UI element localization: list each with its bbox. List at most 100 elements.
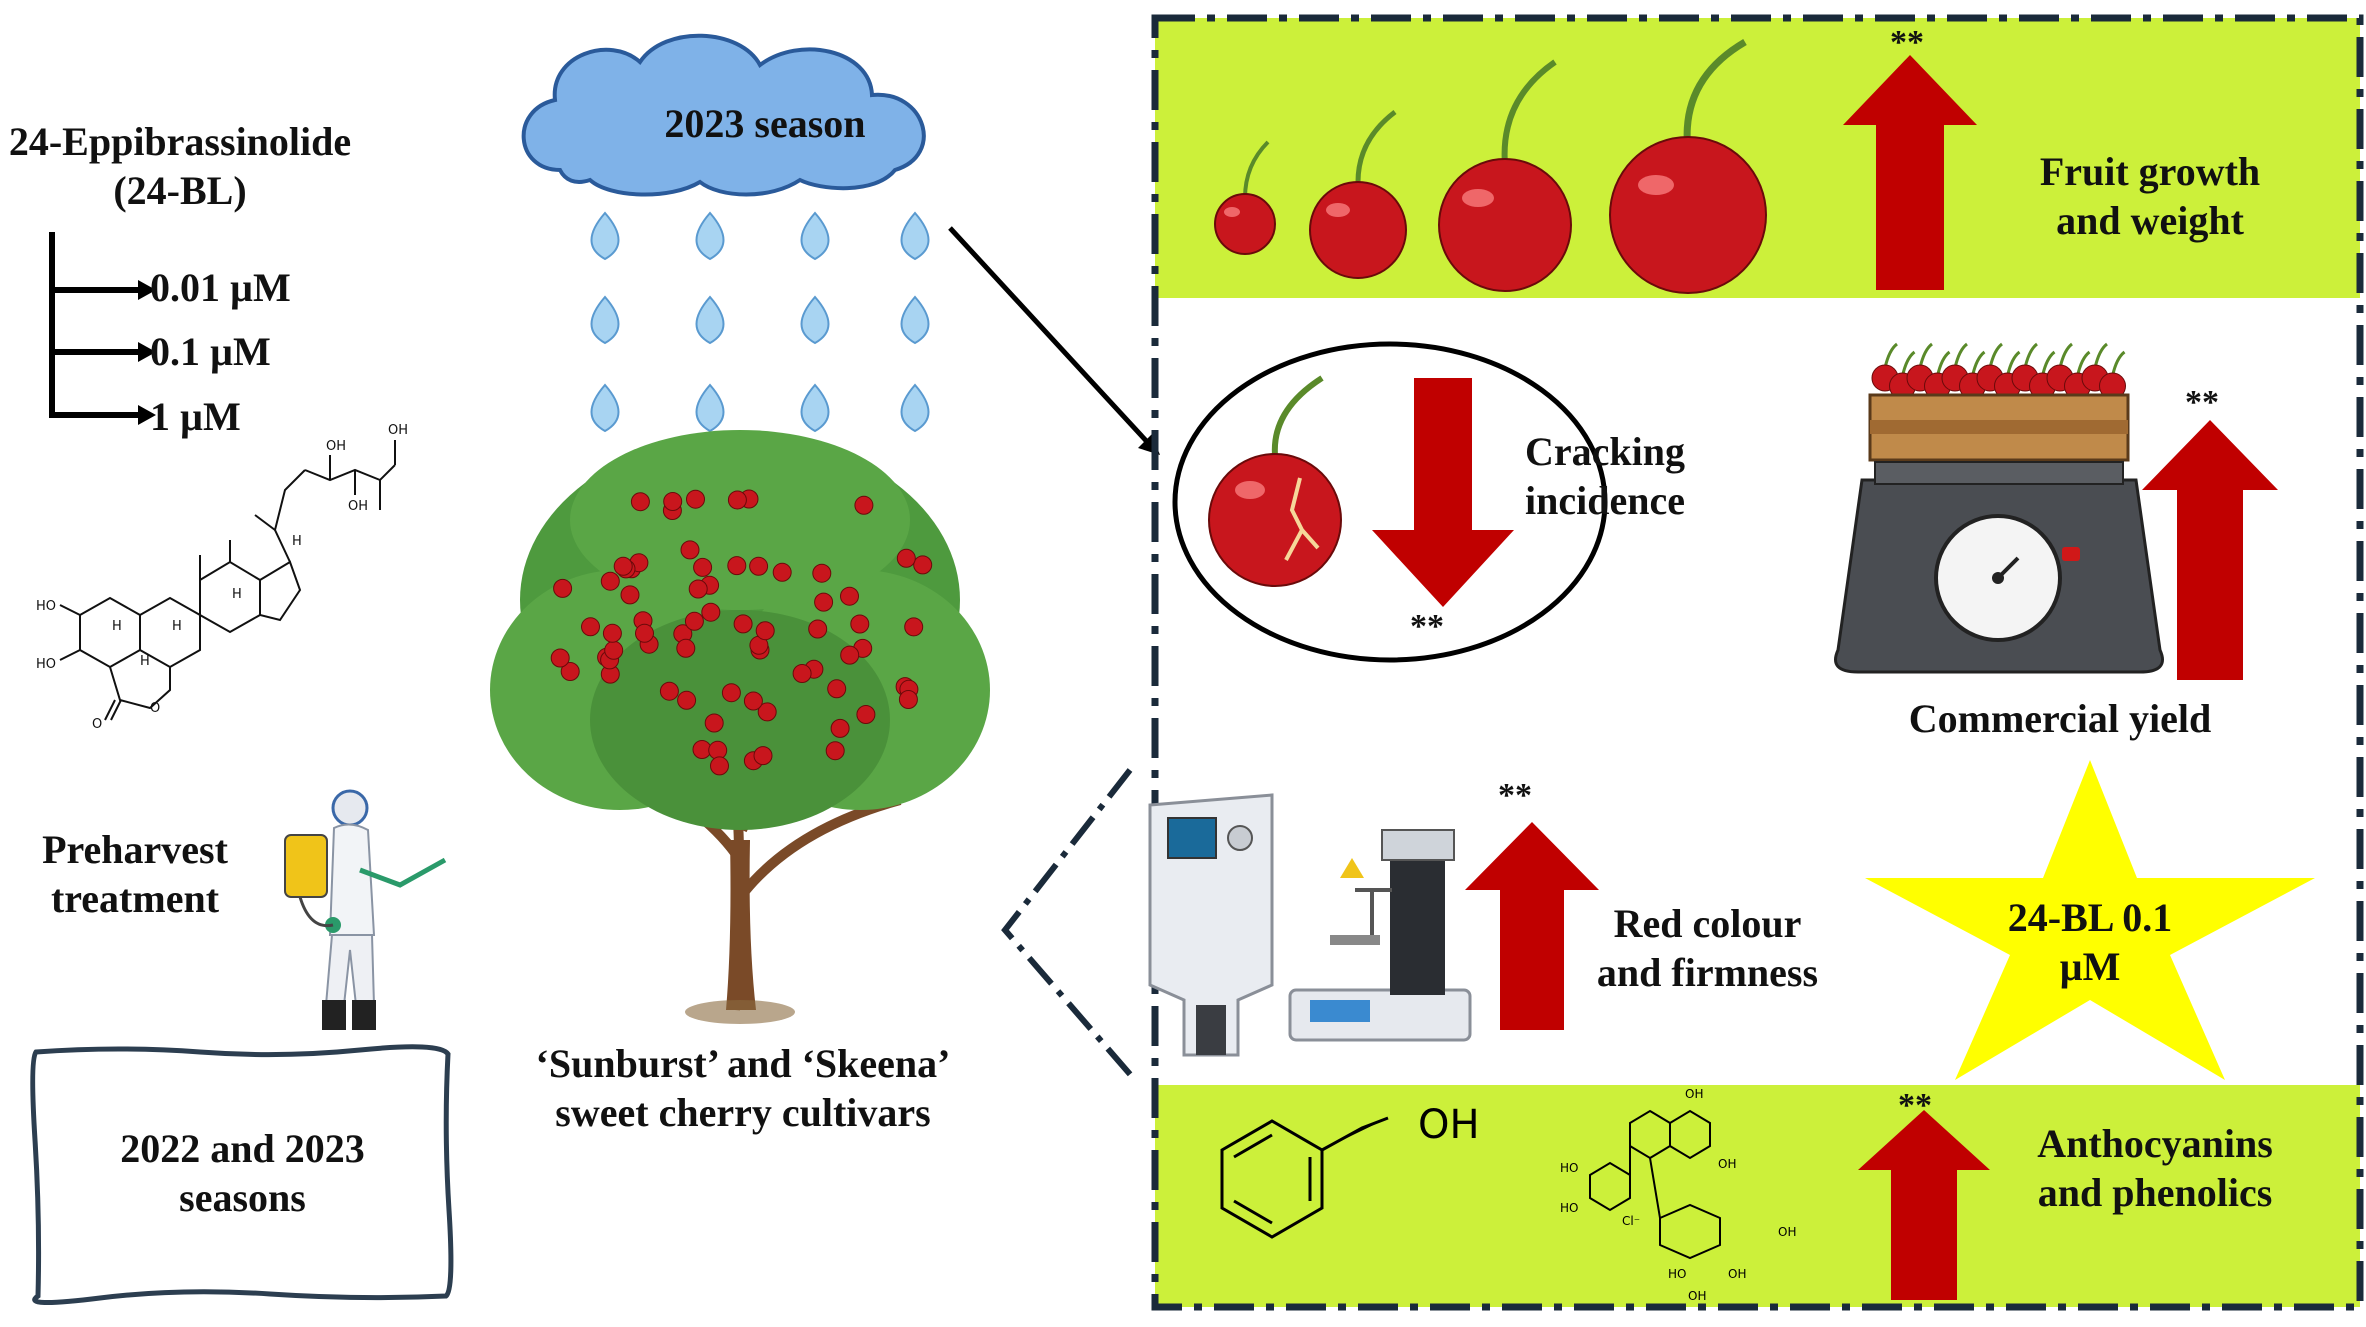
- anthocyanin-label-oh-1: OH: [1685, 1087, 1703, 1101]
- tree-cherry: [721, 683, 741, 703]
- cherry-small-icon: [1214, 140, 1276, 255]
- colorimeter-icon: [1148, 793, 1274, 1057]
- tree-cherry: [630, 492, 650, 512]
- tree-cherry: [693, 557, 713, 577]
- rain-drop-icon: [590, 211, 620, 261]
- rain-drop-icon: [590, 295, 620, 345]
- tree-cherry: [904, 617, 924, 637]
- significance-colour: **: [1498, 777, 1532, 814]
- tree-cherry: [684, 611, 704, 631]
- tree-cherry: [613, 556, 633, 576]
- growth-up-arrow: [1843, 55, 1977, 290]
- rain-drop-icon: [900, 295, 930, 345]
- tree-cherry: [553, 578, 573, 598]
- rain-drop-icon: [695, 295, 725, 345]
- cracking-label: Cracking incidence: [1525, 429, 1685, 523]
- tree-cherry: [755, 621, 775, 641]
- anthocyanin-label-ho-1: HO: [1560, 1161, 1578, 1175]
- cherry-medium-icon: [1309, 110, 1407, 279]
- tree-cherry: [830, 718, 850, 738]
- significance-cracking: **: [1410, 608, 1444, 645]
- phenol-oh-label: OH: [1418, 1102, 1480, 1148]
- rain-to-results-arrow: [948, 226, 1152, 447]
- dose-mid: 0.1 µM: [150, 329, 271, 374]
- tree-cherry: [620, 585, 640, 605]
- tree-cherry: [814, 592, 834, 612]
- significance-anthocyanin: **: [1898, 1087, 1932, 1124]
- tree-cherry: [635, 623, 654, 643]
- tree-cherry: [749, 556, 769, 576]
- tree-cherry: [602, 623, 622, 643]
- growth-label: Fruit growth and weight: [2039, 149, 2261, 243]
- rain-season-label: 2023 season: [664, 101, 866, 146]
- rain-drop-icon: [590, 383, 620, 433]
- anthocyanin-label-ho-3: HO: [1668, 1267, 1686, 1281]
- tree-cherry: [898, 690, 918, 709]
- tree-cherry: [856, 705, 876, 724]
- compound-name: 24-Eppibrassinolide: [8, 119, 352, 164]
- tree-cherry: [827, 679, 847, 699]
- yield-label: Commercial yield: [1908, 696, 2212, 741]
- anthocyanin-label-oh-3: OH: [1728, 1267, 1746, 1281]
- tree-cherry: [560, 662, 580, 681]
- structure-label-oh-1: OH: [326, 439, 346, 454]
- tree-cherry: [812, 563, 832, 583]
- anthocyanin-label-ho-2: HO: [1560, 1201, 1578, 1215]
- tree-cherry: [600, 571, 620, 591]
- anthocyanin-label-oh-2: OH: [1718, 1157, 1736, 1171]
- significance-yield: **: [2185, 384, 2219, 421]
- cracked-cherry-icon: [1208, 375, 1342, 587]
- anthocyanin-label: Anthocyanins and phenolics: [2037, 1121, 2273, 1215]
- structure-label-h-1: H: [112, 619, 122, 634]
- tree-canopy: [490, 430, 990, 830]
- structure-label-oh-3: OH: [388, 423, 408, 438]
- rain-drop-icon: [800, 211, 830, 261]
- compound-abbreviation: (24-BL): [113, 167, 247, 213]
- tree-cherry: [743, 691, 763, 711]
- anthocyanin-up-arrow: [1858, 1110, 1990, 1300]
- rain-drop-icon: [695, 383, 725, 433]
- tree-cherry: [840, 586, 859, 606]
- seasons-label: 2022 and 2023 seasons: [120, 1126, 365, 1220]
- best-dose-label: 24-BL 0.1 µM: [2007, 895, 2173, 989]
- tree-cherry: [772, 562, 792, 582]
- rain-drop-icon: [695, 211, 725, 261]
- tree-cherry: [581, 617, 600, 637]
- structure-label-o-1: O: [92, 717, 102, 732]
- treatment-label: Preharvest treatment: [42, 827, 228, 921]
- structure-label-oh-2: OH: [348, 499, 368, 514]
- cracking-down-arrow: [1372, 378, 1514, 607]
- tree-cherry: [825, 741, 845, 761]
- tree-cherry: [704, 713, 724, 733]
- tree-cherry: [854, 495, 874, 515]
- cherry-large-icon: [1438, 59, 1572, 292]
- tree-cherry: [840, 645, 860, 665]
- anthocyanin-label-oh-5: OH: [1778, 1225, 1796, 1239]
- tree-cherry: [686, 489, 705, 509]
- tree-cherry: [680, 540, 700, 560]
- texture-analyser-icon: [1288, 829, 1472, 1042]
- colour-up-arrow: [1465, 822, 1599, 1030]
- structure-label-h-4: H: [292, 534, 302, 549]
- tree-cherries: [550, 489, 933, 776]
- dose-low: 0.01 µM: [150, 265, 291, 310]
- tree-cherry: [733, 614, 753, 634]
- structure-label-ho-1: HO: [36, 599, 56, 614]
- tree-cherry: [727, 556, 747, 576]
- tree-cherry: [701, 602, 721, 622]
- structure-label-h-2: H: [172, 619, 182, 634]
- significance-growth: **: [1890, 24, 1924, 61]
